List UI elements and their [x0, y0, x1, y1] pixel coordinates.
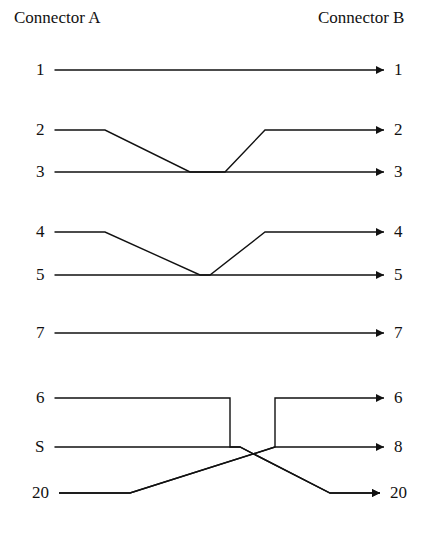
pin-number: 5 — [384, 263, 413, 287]
pin-number: 6 — [384, 386, 413, 410]
pin-label: 20 — [390, 483, 407, 502]
wire-arrow — [55, 69, 385, 70]
pin-number: 1 — [384, 58, 413, 82]
pin-number: 7 — [26, 321, 55, 345]
pin-number: 2 — [384, 118, 413, 142]
pin-number: S — [25, 435, 54, 459]
pin-label: 1 — [394, 60, 403, 79]
pin-label: 7 — [394, 323, 403, 342]
pin-number: 3 — [384, 160, 413, 184]
pin-label: 5 — [36, 265, 45, 284]
pin-number: 3 — [26, 160, 55, 184]
pin-number: 7 — [384, 321, 413, 345]
pin-label: 4 — [36, 222, 45, 241]
pin-number: 4 — [384, 220, 413, 244]
pin-label: 3 — [394, 162, 403, 181]
wire-arrow — [59, 398, 384, 493]
pin-label: 5 — [394, 265, 403, 284]
pin-number: 2 — [26, 118, 55, 142]
pin-label: 4 — [394, 222, 403, 241]
pin-label: 2 — [36, 120, 45, 139]
wire-arrow — [54, 447, 380, 493]
wire-arrow — [55, 232, 385, 275]
wire-arrow — [55, 232, 385, 275]
wire-arrow — [55, 398, 381, 493]
pin-number: 20 — [22, 481, 59, 505]
pin-label: 7 — [36, 323, 45, 342]
wire-arrow — [59, 447, 384, 493]
pin-number: 5 — [26, 263, 55, 287]
pin-number: 6 — [26, 386, 55, 410]
pin-label: 6 — [394, 388, 403, 407]
pin-number: 1 — [26, 58, 55, 82]
pin-number: 20 — [380, 481, 417, 505]
wire-arrow — [55, 332, 385, 333]
pin-label: 2 — [394, 120, 403, 139]
pin-number: 4 — [26, 220, 55, 244]
pin-label: 1 — [36, 60, 45, 79]
connector-label: Connector A — [14, 8, 100, 28]
pin-label: 20 — [32, 483, 49, 502]
wire-arrow — [55, 130, 385, 172]
pin-number: 8 — [384, 435, 413, 459]
pin-label: 8 — [394, 437, 403, 456]
wire-arrow — [55, 130, 385, 172]
pin-label: 6 — [36, 388, 45, 407]
pin-label: 3 — [36, 162, 45, 181]
pin-label: S — [35, 437, 44, 456]
connector-label: Connector B — [318, 8, 404, 28]
